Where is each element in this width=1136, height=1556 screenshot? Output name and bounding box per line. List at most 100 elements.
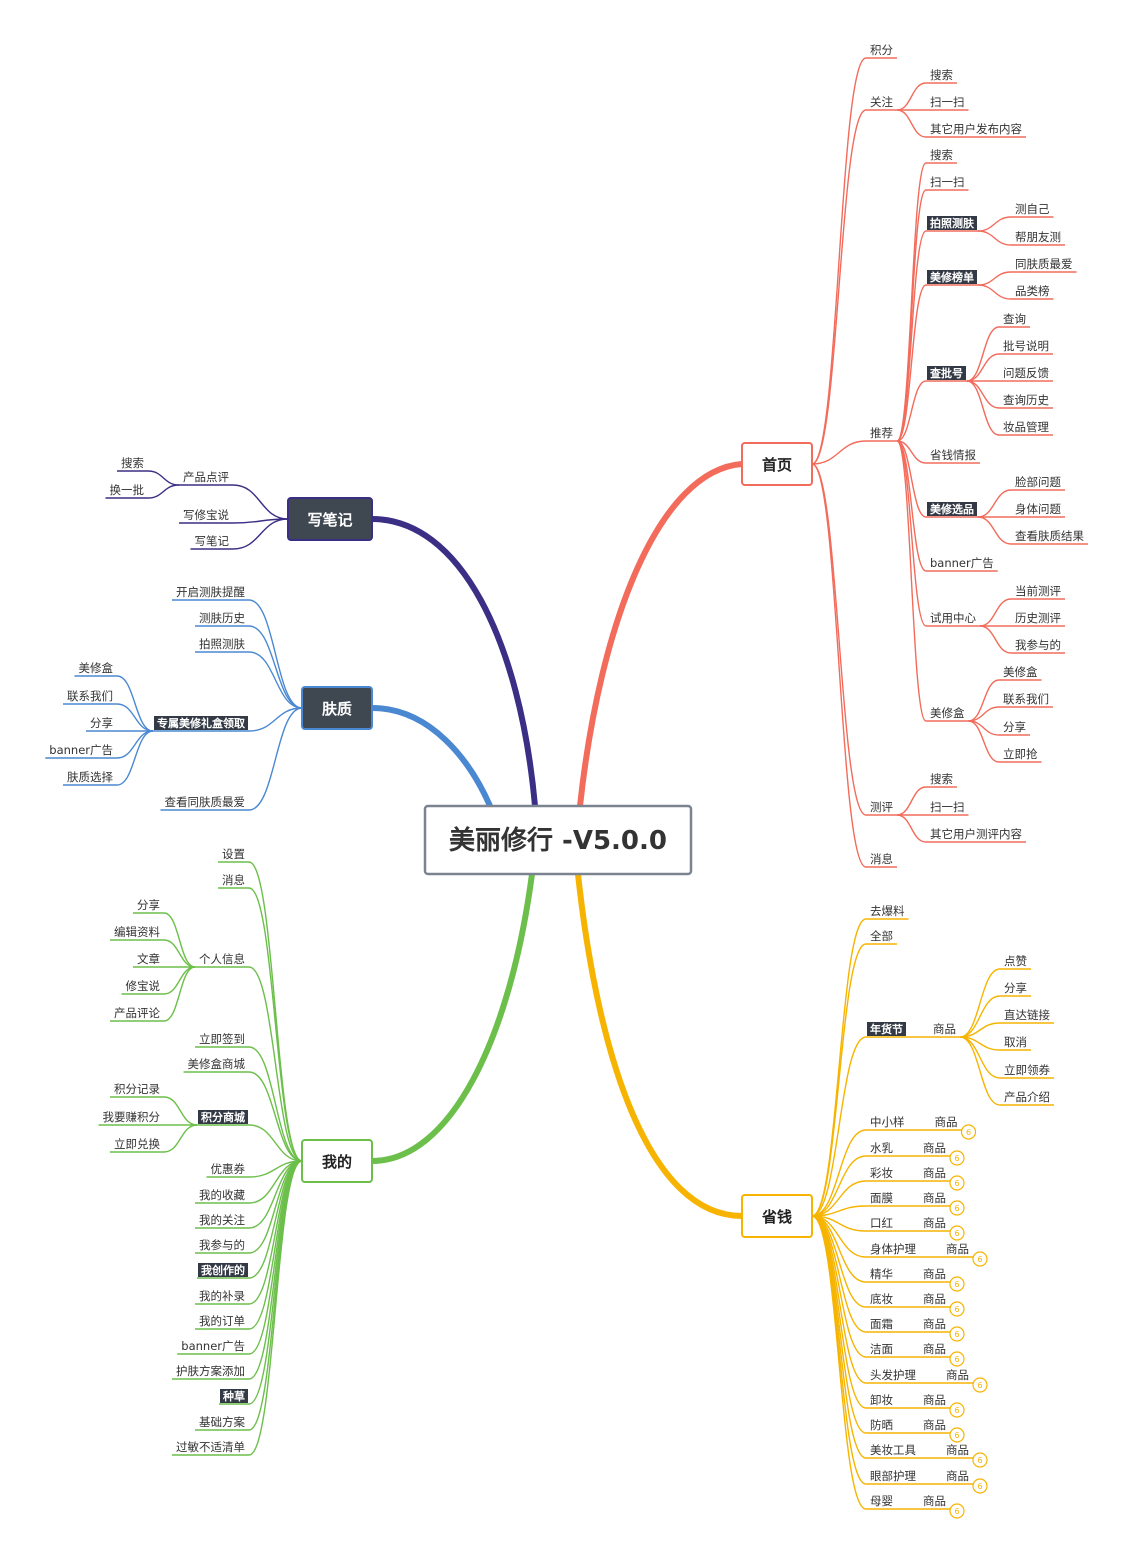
node-脸部问题[interactable]: 脸部问题: [1015, 475, 1061, 489]
node-个人信息[interactable]: 个人信息: [199, 952, 245, 966]
node-身体问题[interactable]: 身体问题: [1015, 502, 1061, 516]
node-防晒[interactable]: 防晒: [870, 1418, 893, 1432]
node-扫一扫[interactable]: 扫一扫: [930, 95, 965, 109]
node-美修选品[interactable]: 美修选品: [927, 502, 977, 516]
node-banner广告[interactable]: banner广告: [49, 743, 113, 757]
node-分享[interactable]: 分享: [1004, 981, 1027, 995]
node-同肤质最爱[interactable]: 同肤质最爱: [1015, 257, 1073, 271]
branch-note[interactable]: 写笔记: [287, 497, 373, 541]
node-关注[interactable]: 关注: [870, 95, 893, 109]
node-商品[interactable]: 商品: [923, 1494, 946, 1508]
node-扫一扫[interactable]: 扫一扫: [930, 800, 965, 814]
node-立即兑换[interactable]: 立即兑换: [114, 1137, 160, 1151]
node-商品[interactable]: 商品: [923, 1393, 946, 1407]
node-测评[interactable]: 测评: [870, 800, 893, 814]
node-商品[interactable]: 商品: [923, 1342, 946, 1356]
node-测肤历史[interactable]: 测肤历史: [199, 611, 245, 625]
node-查看肤质结果[interactable]: 查看肤质结果: [1015, 529, 1084, 543]
node-产品点评[interactable]: 产品点评: [183, 470, 229, 484]
node-商品[interactable]: 商品: [923, 1191, 946, 1205]
node-商品[interactable]: 商品: [923, 1216, 946, 1230]
node-设置[interactable]: 设置: [222, 847, 245, 861]
branch-save[interactable]: 省钱: [741, 1194, 813, 1238]
node-帮朋友测[interactable]: 帮朋友测: [1015, 230, 1061, 244]
node-头发护理[interactable]: 头发护理: [870, 1368, 916, 1382]
node-我的补录[interactable]: 我的补录: [199, 1289, 245, 1303]
node-年货节[interactable]: 年货节: [867, 1022, 906, 1036]
node-分享[interactable]: 分享: [90, 716, 113, 730]
branch-skin[interactable]: 肤质: [301, 686, 373, 730]
node-搜索[interactable]: 搜索: [930, 68, 953, 82]
node-优惠券[interactable]: 优惠券: [211, 1162, 246, 1176]
node-banner广告[interactable]: banner广告: [181, 1339, 245, 1353]
node-母婴[interactable]: 母婴: [870, 1494, 893, 1508]
node-面霜[interactable]: 面霜: [870, 1317, 893, 1331]
node-联系我们[interactable]: 联系我们: [1003, 692, 1049, 706]
node-我的订单[interactable]: 我的订单: [199, 1314, 245, 1328]
node-我创作的[interactable]: 我创作的: [198, 1263, 248, 1277]
node-中小样[interactable]: 中小样: [870, 1115, 905, 1129]
node-banner广告[interactable]: banner广告: [930, 556, 994, 570]
node-扫一扫[interactable]: 扫一扫: [930, 175, 965, 189]
node-我要赚积分[interactable]: 我要赚积分: [103, 1110, 161, 1124]
node-面膜[interactable]: 面膜: [870, 1191, 893, 1205]
node-查看同肤质最爱[interactable]: 查看同肤质最爱: [165, 795, 246, 809]
node-商品[interactable]: 商品: [946, 1443, 969, 1457]
node-开启测肤提醒[interactable]: 开启测肤提醒: [176, 585, 245, 599]
node-编辑资料[interactable]: 编辑资料: [114, 925, 160, 939]
node-彩妆[interactable]: 彩妆: [870, 1166, 893, 1180]
node-妆品管理[interactable]: 妆品管理: [1003, 420, 1049, 434]
node-品类榜[interactable]: 品类榜: [1015, 284, 1050, 298]
node-美修盒[interactable]: 美修盒: [930, 706, 965, 720]
node-基础方案[interactable]: 基础方案: [199, 1415, 245, 1429]
node-商品[interactable]: 商品: [923, 1292, 946, 1306]
node-产品评论[interactable]: 产品评论: [114, 1006, 160, 1020]
node-批号说明[interactable]: 批号说明: [1003, 339, 1049, 353]
node-分享[interactable]: 分享: [137, 898, 160, 912]
node-立即领券[interactable]: 立即领券: [1004, 1063, 1050, 1077]
node-当前测评[interactable]: 当前测评: [1015, 584, 1061, 598]
node-取消[interactable]: 取消: [1004, 1035, 1027, 1049]
node-眼部护理[interactable]: 眼部护理: [870, 1469, 916, 1483]
node-消息[interactable]: 消息: [222, 873, 245, 887]
node-查询[interactable]: 查询: [1003, 312, 1026, 326]
node-肤质选择[interactable]: 肤质选择: [67, 770, 113, 784]
node-积分记录[interactable]: 积分记录: [114, 1082, 160, 1096]
node-换一批[interactable]: 换一批: [110, 483, 145, 497]
node-立即签到[interactable]: 立即签到: [199, 1032, 245, 1046]
node-商品[interactable]: 商品: [923, 1166, 946, 1180]
node-问题反馈[interactable]: 问题反馈: [1003, 366, 1049, 380]
node-拍照测肤[interactable]: 拍照测肤: [927, 216, 977, 230]
branch-mine[interactable]: 我的: [301, 1139, 373, 1183]
node-我参与的[interactable]: 我参与的: [1015, 638, 1061, 652]
node-消息[interactable]: 消息: [870, 852, 893, 866]
root-node[interactable]: 美丽修行 -V5.0.0: [423, 804, 693, 876]
node-美修盒商城[interactable]: 美修盒商城: [188, 1057, 246, 1071]
node-试用中心[interactable]: 试用中心: [930, 611, 976, 625]
node-商品[interactable]: 商品: [946, 1368, 969, 1382]
node-历史测评[interactable]: 历史测评: [1015, 611, 1061, 625]
node-搜索[interactable]: 搜索: [930, 148, 953, 162]
node-过敏不适清单[interactable]: 过敏不适清单: [176, 1440, 245, 1454]
node-分享[interactable]: 分享: [1003, 720, 1026, 734]
node-卸妆[interactable]: 卸妆: [870, 1393, 893, 1407]
node-去爆料[interactable]: 去爆料: [870, 904, 905, 918]
node-我的关注[interactable]: 我的关注: [199, 1213, 245, 1227]
node-商品[interactable]: 商品: [935, 1115, 958, 1129]
node-商品[interactable]: 商品: [923, 1267, 946, 1281]
node-精华[interactable]: 精华: [870, 1267, 893, 1281]
node-美修榜单[interactable]: 美修榜单: [927, 270, 977, 284]
node-搜索[interactable]: 搜索: [930, 772, 953, 786]
node-商品[interactable]: 商品: [923, 1141, 946, 1155]
node-商品[interactable]: 商品: [946, 1469, 969, 1483]
node-商品[interactable]: 商品: [933, 1022, 956, 1036]
node-查询历史[interactable]: 查询历史: [1003, 393, 1049, 407]
node-我的收藏[interactable]: 我的收藏: [199, 1188, 245, 1202]
node-拍照测肤[interactable]: 拍照测肤: [199, 637, 245, 651]
node-身体护理[interactable]: 身体护理: [870, 1242, 916, 1256]
node-省钱情报[interactable]: 省钱情报: [930, 448, 976, 462]
node-积分[interactable]: 积分: [870, 43, 893, 57]
node-其它用户发布内容[interactable]: 其它用户发布内容: [930, 122, 1022, 136]
node-搜索[interactable]: 搜索: [121, 456, 144, 470]
node-商品[interactable]: 商品: [946, 1242, 969, 1256]
